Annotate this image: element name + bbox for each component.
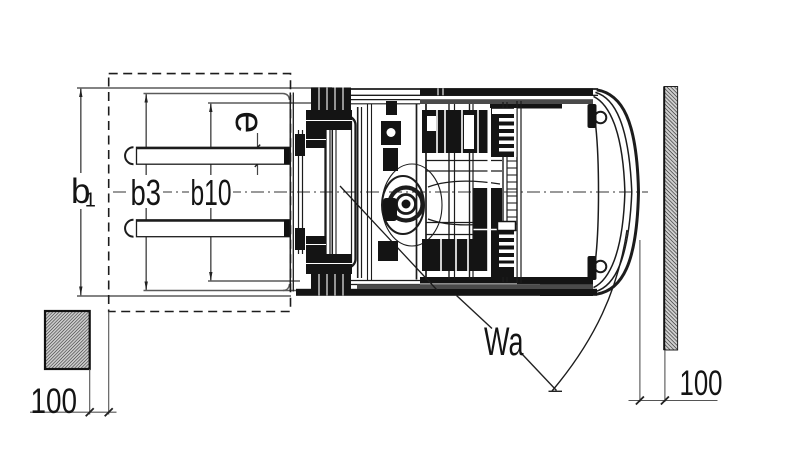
svg-text:1: 1 <box>85 190 96 212</box>
svg-text:100: 100 <box>680 364 723 403</box>
svg-text:b3: b3 <box>131 172 162 213</box>
svg-text:e: e <box>227 111 271 133</box>
svg-text:Wa: Wa <box>484 320 524 364</box>
svg-text:100: 100 <box>31 382 78 421</box>
svg-text:b10: b10 <box>191 172 232 213</box>
svg-text:b: b <box>71 172 90 211</box>
